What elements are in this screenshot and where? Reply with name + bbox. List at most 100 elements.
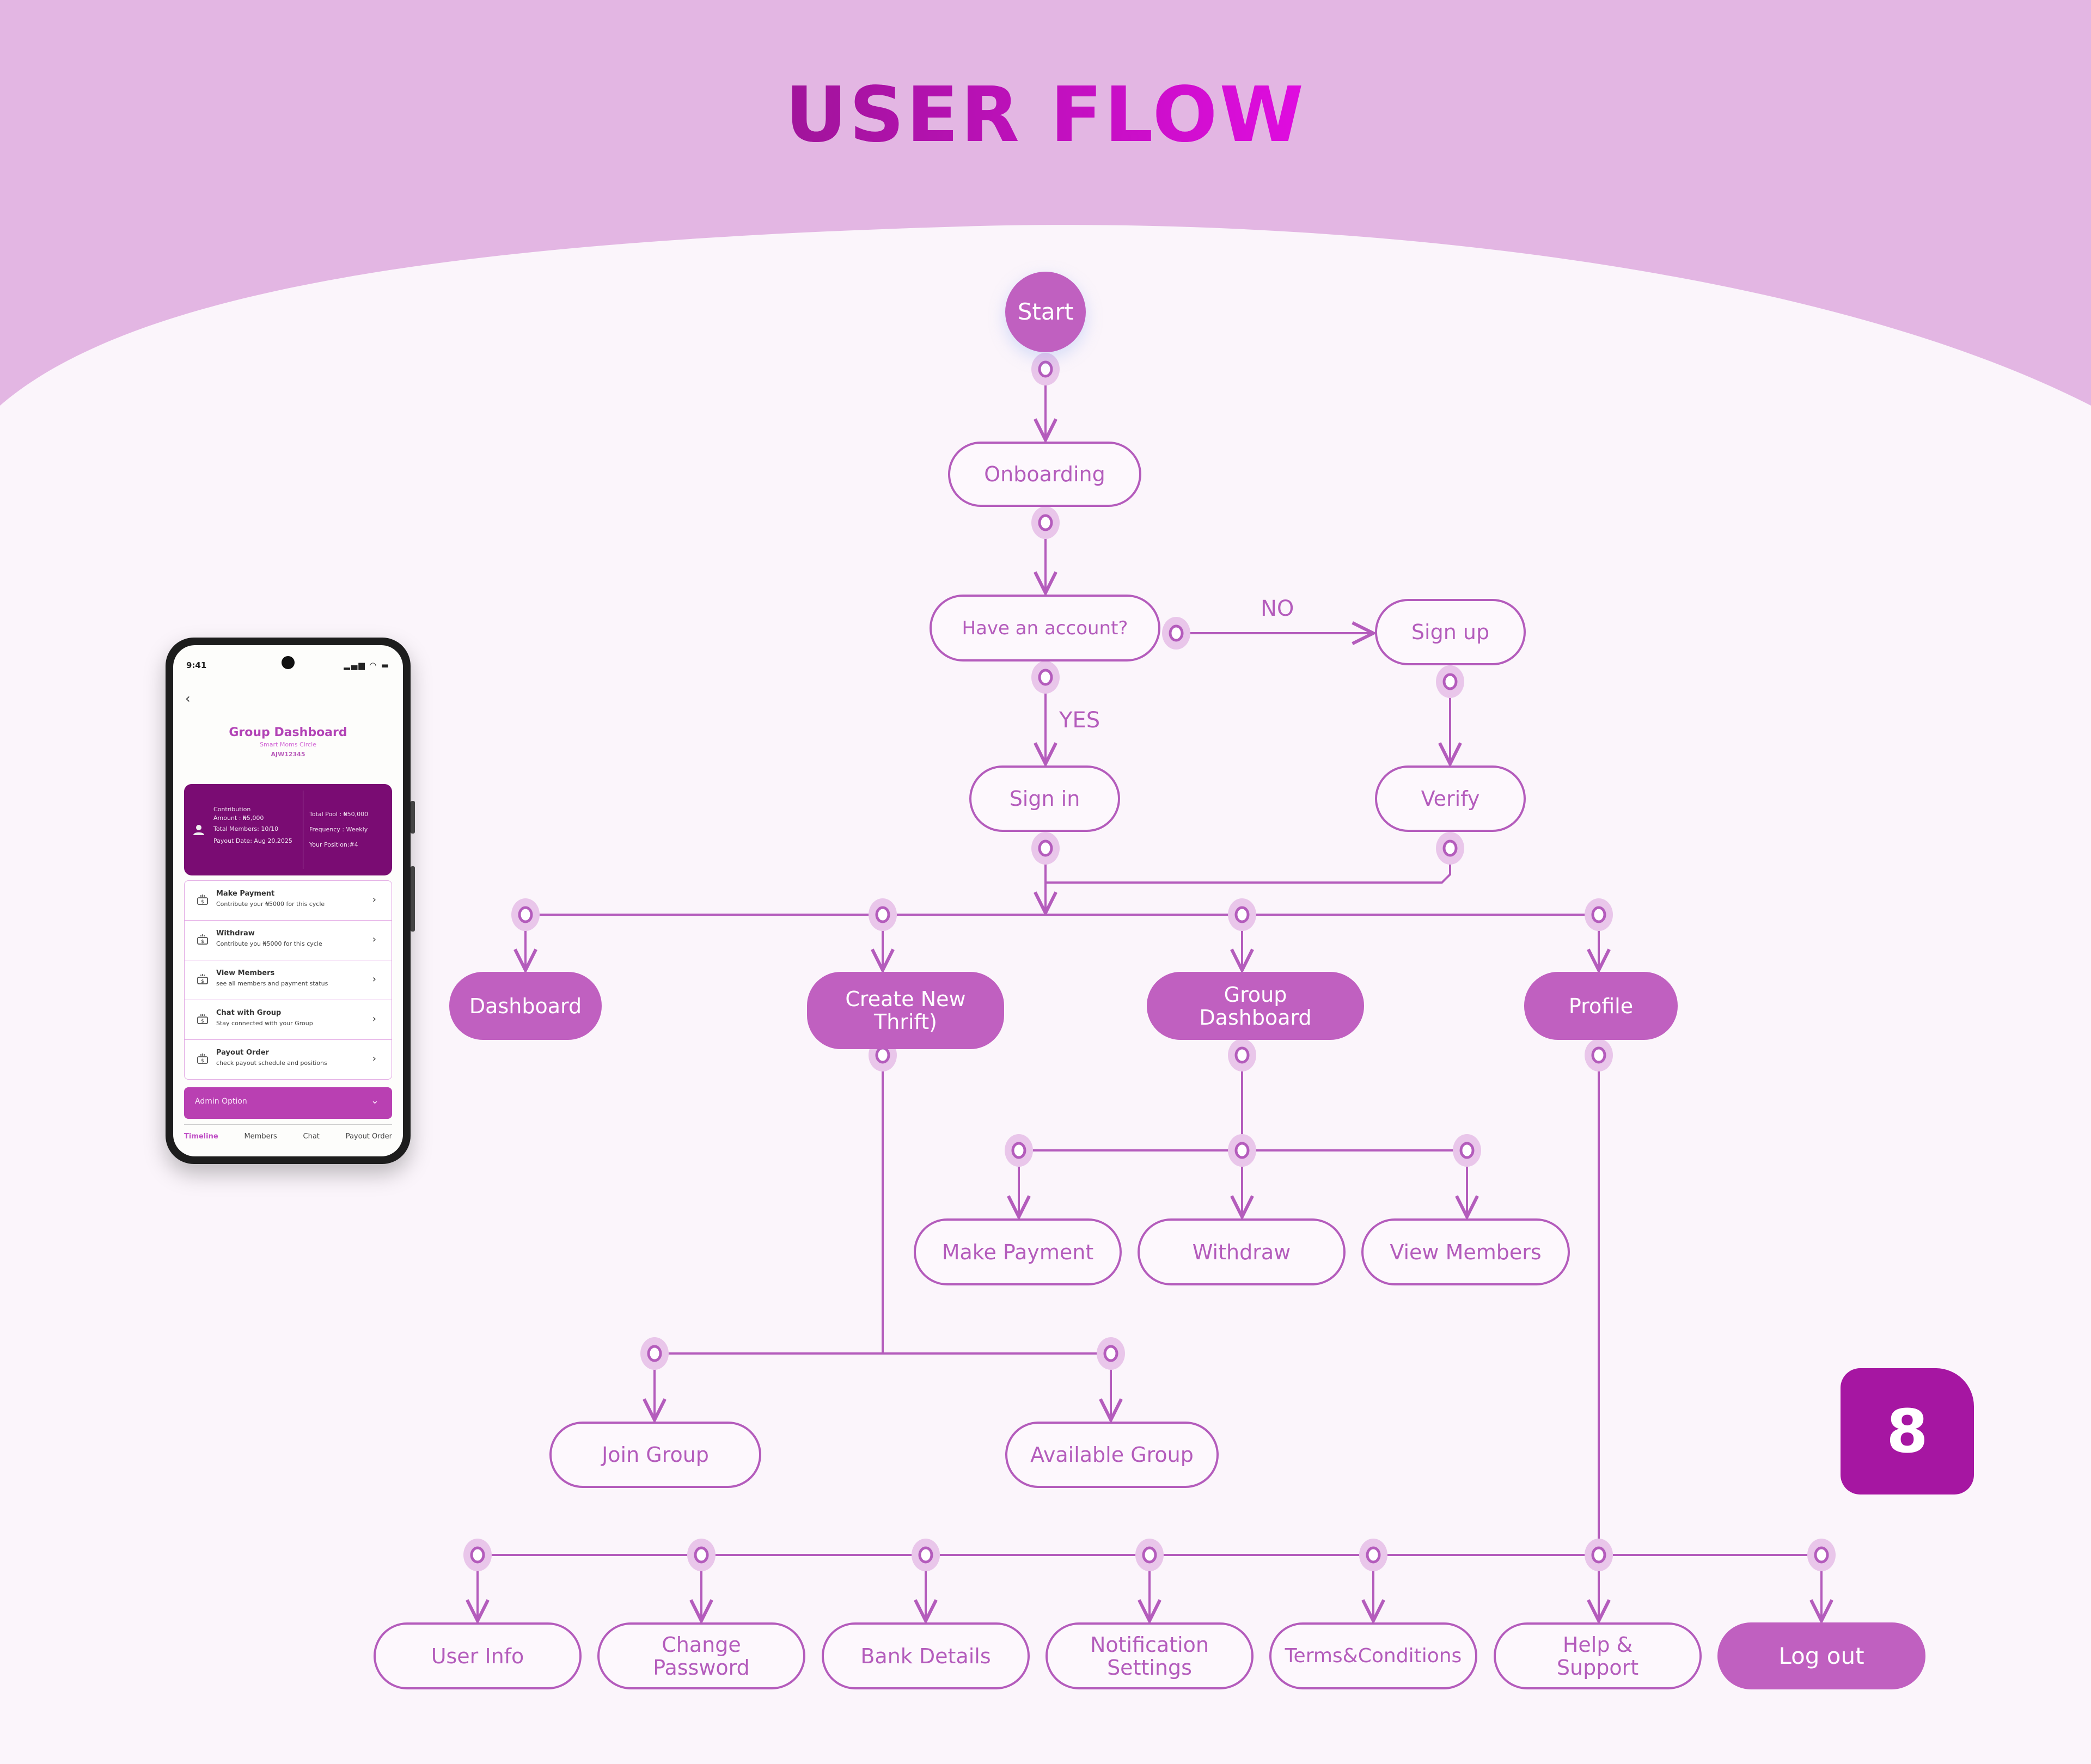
join-group-node[interactable]: Join Group bbox=[549, 1422, 761, 1488]
connector-dot bbox=[869, 898, 897, 931]
connector-dot bbox=[1228, 1134, 1256, 1167]
start-node[interactable]: Start bbox=[1005, 272, 1086, 352]
connector-dot bbox=[1162, 617, 1190, 650]
group-dashboard-node[interactable]: Group Dashboard bbox=[1147, 972, 1364, 1040]
money-icon: $ bbox=[197, 1014, 208, 1024]
connector-dot bbox=[463, 1539, 492, 1571]
svg-text:$: $ bbox=[201, 939, 204, 945]
group-code: AJW12345 bbox=[271, 751, 305, 758]
bank-details-node[interactable]: Bank Details bbox=[822, 1622, 1030, 1689]
change-password-node[interactable]: Change Password bbox=[597, 1622, 805, 1689]
svg-text:$: $ bbox=[201, 899, 204, 905]
help-support-node[interactable]: Help & Support bbox=[1494, 1622, 1702, 1689]
money-icon: $ bbox=[197, 1054, 208, 1064]
change-password-label: Change Password bbox=[653, 1632, 750, 1680]
status-bar: 9:41 ▂▄▆ ◠ ▬ bbox=[186, 660, 390, 670]
phone-volume-button bbox=[411, 866, 415, 932]
back-icon[interactable]: ‹ bbox=[185, 691, 191, 706]
connector-dot bbox=[511, 898, 540, 931]
sign-in-node[interactable]: Sign in bbox=[969, 765, 1120, 832]
connector-dot bbox=[687, 1539, 716, 1571]
connector-dot bbox=[640, 1337, 669, 1370]
connector-dot bbox=[1031, 506, 1060, 539]
group-summary-card: Contribution Amount : ₦5,000 Total Membe… bbox=[184, 784, 392, 875]
connector-dot bbox=[1228, 1039, 1256, 1071]
available-group-node[interactable]: Available Group bbox=[1005, 1422, 1219, 1488]
user-info-label: User Info bbox=[431, 1644, 524, 1668]
tab-payout-order[interactable]: Payout Order bbox=[345, 1132, 392, 1141]
status-time: 9:41 bbox=[186, 660, 207, 670]
dashboard-node[interactable]: Dashboard bbox=[449, 972, 602, 1040]
contribution-label: Contribution bbox=[213, 806, 251, 813]
tab-timeline[interactable]: Timeline bbox=[184, 1132, 218, 1141]
menu-item-desc: Contribute your ₦5000 for this cycle bbox=[216, 901, 325, 908]
make-payment-node[interactable]: Make Payment bbox=[914, 1218, 1122, 1285]
log-out-label: Log out bbox=[1778, 1642, 1864, 1669]
phone-screen: 9:41 ▂▄▆ ◠ ▬ ‹ Group Dashboard Smart Mom… bbox=[173, 645, 403, 1156]
connector-dot bbox=[1031, 661, 1060, 694]
onboarding-label: Onboarding bbox=[984, 462, 1105, 486]
tab-members[interactable]: Members bbox=[244, 1132, 277, 1141]
verify-node[interactable]: Verify bbox=[1375, 765, 1526, 832]
chevron-right-icon: › bbox=[372, 1013, 376, 1025]
withdraw-node[interactable]: Withdraw bbox=[1138, 1218, 1346, 1285]
terms-conditions-label: Terms&Conditions bbox=[1285, 1644, 1462, 1667]
log-out-node[interactable]: Log out bbox=[1717, 1622, 1925, 1689]
notification-settings-label: Notification Settings bbox=[1090, 1632, 1209, 1680]
profile-node[interactable]: Profile bbox=[1524, 972, 1678, 1040]
available-group-label: Available Group bbox=[1030, 1443, 1194, 1467]
user-info-node[interactable]: User Info bbox=[374, 1622, 582, 1689]
help-support-label: Help & Support bbox=[1556, 1632, 1639, 1680]
tab-chat[interactable]: Chat bbox=[303, 1132, 320, 1141]
connector-dot bbox=[1585, 1539, 1613, 1571]
view-members-label: View Members bbox=[1390, 1240, 1542, 1264]
connector-dot bbox=[1005, 1134, 1033, 1167]
decision-node[interactable]: Have an account? bbox=[930, 595, 1160, 661]
connector-dot bbox=[1135, 1539, 1164, 1571]
card-right-info: Total Pool : ₦50,000 Frequency : Weekly … bbox=[309, 807, 368, 853]
connector-dot bbox=[1585, 898, 1613, 931]
battery-icon: ▬ bbox=[381, 660, 390, 670]
no-label: NO bbox=[1261, 596, 1294, 621]
connector-dot bbox=[1031, 353, 1060, 385]
group-dashboard-label: Group Dashboard bbox=[1199, 982, 1312, 1030]
contribution-amount: Amount : ₦5,000 bbox=[213, 814, 264, 822]
make-payment-label: Make Payment bbox=[941, 1240, 1094, 1264]
decision-label: Have an account? bbox=[962, 617, 1128, 639]
admin-option-dropdown[interactable]: Admin Option ⌄ bbox=[184, 1087, 392, 1119]
screen-title: Group Dashboard bbox=[229, 726, 347, 739]
sign-up-node[interactable]: Sign up bbox=[1375, 599, 1526, 665]
payout-date: Payout Date: Aug 20,2025 bbox=[213, 837, 292, 844]
money-icon: $ bbox=[197, 895, 208, 905]
total-members: Total Members: 10/10 bbox=[213, 825, 279, 832]
profile-label: Profile bbox=[1568, 994, 1634, 1018]
connector-dot bbox=[1585, 1039, 1613, 1071]
connector-dot bbox=[912, 1539, 940, 1571]
connector-dot bbox=[1436, 665, 1464, 698]
notification-settings-node[interactable]: Notification Settings bbox=[1046, 1622, 1254, 1689]
terms-conditions-node[interactable]: Terms&Conditions bbox=[1269, 1622, 1477, 1689]
menu-item-desc: see all members and payment status bbox=[216, 980, 328, 987]
wifi-icon: ◠ bbox=[370, 660, 377, 670]
phone-side-button bbox=[411, 801, 415, 834]
chevron-right-icon: › bbox=[372, 1053, 376, 1064]
create-thrift-node[interactable]: Create New Thrift) bbox=[807, 972, 1004, 1049]
chevron-down-icon: ⌄ bbox=[370, 1095, 379, 1106]
svg-text:$: $ bbox=[201, 1058, 204, 1064]
view-members-node[interactable]: View Members bbox=[1361, 1218, 1570, 1285]
yes-label: YES bbox=[1059, 708, 1100, 733]
camera-icon bbox=[282, 656, 295, 669]
chevron-right-icon: › bbox=[372, 934, 376, 945]
connector-dot bbox=[1453, 1134, 1481, 1167]
onboarding-node[interactable]: Onboarding bbox=[948, 442, 1141, 507]
group-name: Smart Moms Circle bbox=[260, 741, 316, 748]
connector-dot bbox=[1436, 832, 1464, 865]
